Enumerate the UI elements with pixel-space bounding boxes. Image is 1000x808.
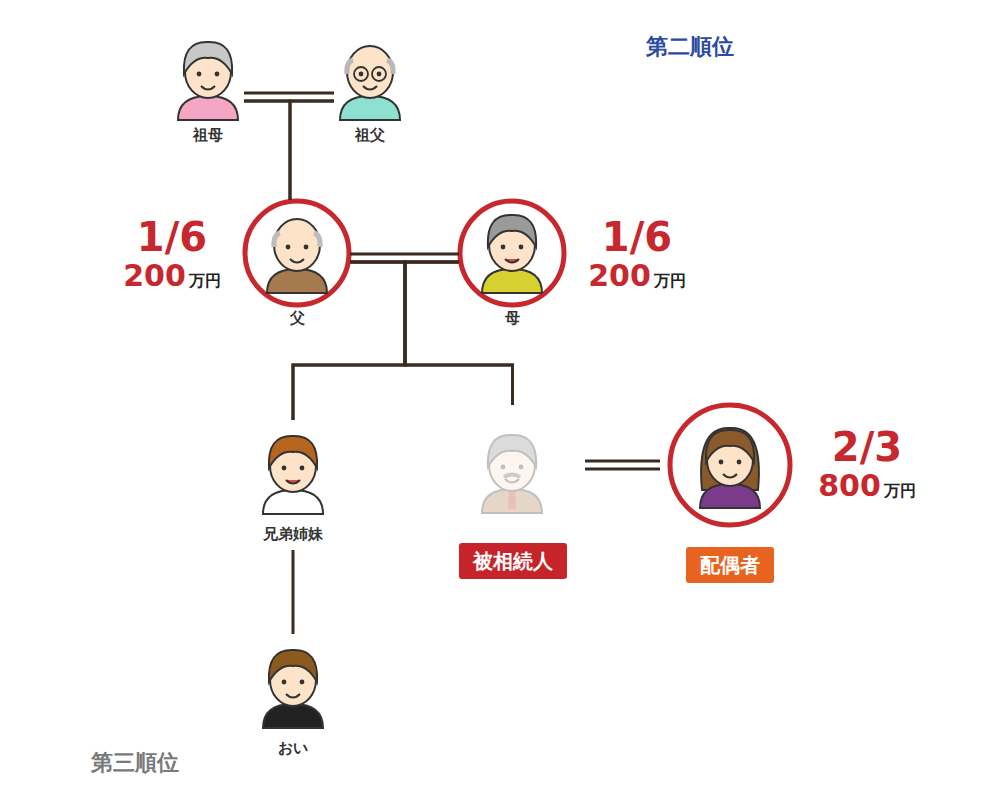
- family-link: [293, 262, 405, 420]
- person-caption: 祖父: [334, 125, 406, 145]
- region-outline: [50, 378, 368, 785]
- person-node: おい: [253, 634, 333, 758]
- heir-ring: [245, 201, 349, 305]
- share-unit: 万円: [654, 271, 686, 290]
- person-figure: [482, 435, 542, 513]
- family-link: [244, 101, 290, 200]
- share-value: 800: [818, 468, 881, 503]
- person-caption: おい: [253, 738, 333, 758]
- person-figure: [700, 428, 760, 508]
- heir-ring: [670, 405, 790, 525]
- person-node: 祖母: [172, 35, 244, 145]
- share-unit: 万円: [189, 271, 221, 290]
- person-figure: [263, 650, 323, 728]
- region-label: 第三順位: [70, 748, 200, 778]
- family-link: [292, 550, 295, 634]
- share-amount: 2/3800万円: [805, 425, 929, 503]
- heir-node: 1/6200万円父: [244, 200, 350, 328]
- family-link: [293, 262, 459, 420]
- person-caption: 祖母: [172, 125, 244, 145]
- family-link: [290, 101, 334, 200]
- family-link: [405, 262, 513, 405]
- heir-ring: [460, 201, 564, 305]
- person-caption: 母: [459, 308, 565, 328]
- family-link: [350, 262, 513, 405]
- person-node: 兄弟姉妹: [248, 420, 338, 544]
- share-amount: 1/6200万円: [110, 215, 234, 293]
- person-figure: [267, 219, 327, 293]
- person-caption: 父: [244, 308, 350, 328]
- person-caption: 兄弟姉妹: [248, 524, 338, 544]
- role-tag: 配偶者: [686, 547, 774, 583]
- share-amount: 1/6200万円: [575, 215, 699, 293]
- spouse-node: 2/3800万円配偶者: [660, 403, 800, 583]
- share-value: 200: [123, 258, 186, 293]
- region-label: 第二順位: [605, 32, 775, 62]
- share-fraction: 1/6: [110, 215, 234, 259]
- person-figure: [482, 215, 542, 293]
- share-unit: 万円: [884, 481, 916, 500]
- share-fraction: 1/6: [575, 215, 699, 259]
- decedent-node: 被相続人: [440, 405, 585, 579]
- region-outline: [125, 18, 765, 338]
- rank-region: 第三順位 兄弟姉妹おい: [50, 378, 368, 785]
- rank-region: 第二順位祖母祖父1/6200万円父1/6200万円母: [125, 18, 765, 338]
- person-figure: [340, 46, 400, 120]
- person-figure: [263, 436, 323, 514]
- heir-node: 1/6200万円母: [459, 200, 565, 328]
- family-link: [585, 461, 660, 469]
- role-tag: 被相続人: [459, 543, 567, 579]
- share-fraction: 2/3: [805, 425, 929, 469]
- person-figure: [178, 42, 238, 120]
- person-node: 祖父: [334, 35, 406, 145]
- share-value: 200: [588, 258, 651, 293]
